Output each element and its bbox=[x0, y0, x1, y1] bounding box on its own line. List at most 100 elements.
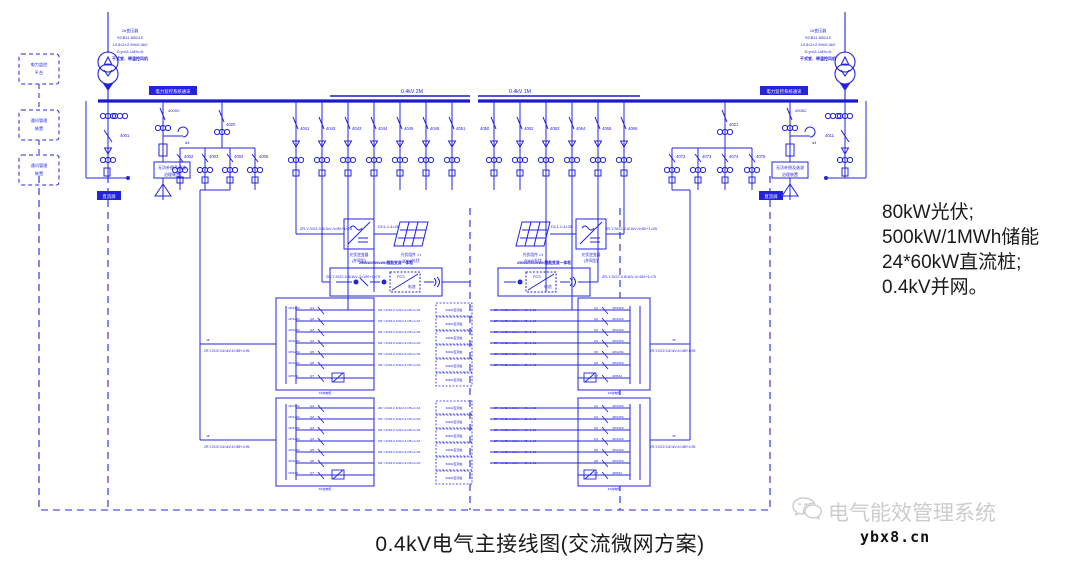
svg-text:DC1-1-4×25: DC1-1-4×25 bbox=[551, 225, 572, 229]
svg-text:ZR-YJV22-0.6/1kV-4×150+1×70: ZR-YJV22-0.6/1kV-4×150+1×70 bbox=[602, 275, 656, 279]
charger-panel-3 bbox=[200, 190, 375, 487]
pv-block-left bbox=[295, 190, 429, 250]
svg-text:Q5: Q5 bbox=[594, 350, 598, 354]
svg-text:4008C: 4008C bbox=[795, 108, 807, 113]
svg-text:4P/125A: 4P/125A bbox=[612, 415, 625, 419]
svg-text:Q3: Q3 bbox=[594, 426, 598, 430]
svg-text:Q4: Q4 bbox=[310, 437, 314, 441]
svg-text:Q4: Q4 bbox=[310, 339, 314, 343]
svg-text:4050: 4050 bbox=[480, 126, 490, 131]
svg-text:ZR-YJV22-0.6/1kV-4×185+1×95: ZR-YJV22-0.6/1kV-4×185+1×95 bbox=[204, 445, 250, 449]
svg-text:4072: 4072 bbox=[676, 154, 686, 159]
svg-text:ZR-YJV22-0.6/1kV-4×35+1×16: ZR-YJV22-0.6/1kV-4×35+1×16 bbox=[378, 330, 421, 334]
svg-text:Q4: Q4 bbox=[594, 339, 598, 343]
svg-text:60kW直流桩: 60kW直流桩 bbox=[446, 307, 463, 312]
svg-text:4P/125A: 4P/125A bbox=[288, 350, 301, 354]
svg-text:直流屏: 直流屏 bbox=[764, 193, 778, 200]
svg-text:4P/125A: 4P/125A bbox=[612, 361, 625, 365]
charger-panel-3-rows bbox=[296, 404, 374, 480]
svg-text:2#变压器: 2#变压器 bbox=[122, 27, 138, 33]
svg-text:4042: 4042 bbox=[326, 126, 336, 131]
busbars bbox=[98, 95, 858, 103]
svg-text:PCS: PCS bbox=[533, 275, 541, 279]
svg-text:80kW光伏: 80kW光伏 bbox=[402, 258, 420, 263]
feeder-group-right bbox=[663, 101, 761, 190]
svg-text:电力监控: 电力监控 bbox=[31, 61, 49, 68]
svg-text:60kW直流桩: 60kW直流桩 bbox=[446, 475, 463, 480]
svg-text:60kW直流桩: 60kW直流桩 bbox=[446, 433, 463, 438]
transformer-t1 bbox=[834, 12, 856, 101]
ess-right-labels: 250kW/500kWh储能变流一体柜 PCS 电池 ZR-YJV22-0.6/… bbox=[517, 260, 656, 289]
svg-text:SCB11-800/10: SCB11-800/10 bbox=[805, 35, 832, 40]
svg-text:4P/125A: 4P/125A bbox=[612, 328, 625, 332]
bus-label-2m: 0.4kV 2M bbox=[401, 89, 423, 95]
svg-text:ZR-YJV22-0.6/1kV-4×35+1×16: ZR-YJV22-0.6/1kV-4×35+1×16 bbox=[378, 406, 421, 410]
charger-panel-4 bbox=[545, 190, 690, 487]
charger-panel-2-rows bbox=[490, 306, 630, 383]
pv-left-labels: 光伏逆变器 (并网型) DC1-1-4×25 光伏组件 ×1 80kW光伏 ZR… bbox=[300, 225, 421, 263]
svg-text:4044: 4044 bbox=[378, 126, 388, 131]
svg-text:Q6: Q6 bbox=[594, 459, 598, 463]
svg-text:4051: 4051 bbox=[456, 126, 466, 131]
svg-text:ZR-YJV22-0.6/1kV-4×35+1×16: ZR-YJV22-0.6/1kV-4×35+1×16 bbox=[378, 450, 421, 454]
svg-text:3#充电柜: 3#充电柜 bbox=[319, 486, 332, 491]
svg-text:通讯管理: 通讯管理 bbox=[31, 117, 49, 124]
ess-block-left bbox=[321, 190, 470, 297]
svg-text:ZR-YJV22-0.6/1kV-4×35+1×16: ZR-YJV22-0.6/1kV-4×35+1×16 bbox=[494, 308, 537, 312]
bus-label-1m: 0.4kV 1M bbox=[509, 89, 531, 95]
svg-text:ZR-YJV22-0.6/1kV-4×35+1×16: ZR-YJV22-0.6/1kV-4×35+1×16 bbox=[494, 461, 537, 465]
svg-text:Q1: Q1 bbox=[310, 306, 314, 310]
svg-text:无功补偿及谐波: 无功补偿及谐波 bbox=[158, 164, 186, 170]
svg-text:ZR-YJV22-0.6/1kV-4×185+1×95: ZR-YJV22-0.6/1kV-4×185+1×95 bbox=[650, 349, 696, 353]
charger-panel-4-rows bbox=[490, 404, 630, 480]
svg-text:4P/125A: 4P/125A bbox=[288, 339, 301, 343]
svg-text:4P/125A: 4P/125A bbox=[288, 448, 301, 452]
svg-text:60kW直流桩: 60kW直流桩 bbox=[446, 335, 463, 340]
solar-panel-icon bbox=[393, 221, 429, 247]
feeder-group-left bbox=[171, 101, 264, 190]
svg-text:DC1-1-4×25: DC1-1-4×25 bbox=[378, 225, 399, 229]
svg-text:4074: 4074 bbox=[729, 154, 739, 159]
svg-text:4P/125A: 4P/125A bbox=[288, 317, 301, 321]
svg-text:(并网型): (并网型) bbox=[584, 258, 599, 263]
svg-text:10.5±2×2.5%/0.4kV: 10.5±2×2.5%/0.4kV bbox=[113, 42, 148, 47]
svg-text:60kW直流桩: 60kW直流桩 bbox=[446, 321, 463, 326]
incomer-right bbox=[824, 101, 867, 180]
svg-text:250kW/500kWh储能变流一体柜: 250kW/500kWh储能变流一体柜 bbox=[359, 260, 413, 265]
svg-text:Q7: Q7 bbox=[594, 471, 598, 475]
svg-text:4P/63A: 4P/63A bbox=[288, 374, 299, 378]
charger-panel-1 bbox=[200, 190, 375, 391]
pv-right-labels: 光伏逆变器 (并网型) DC1-1-4×25 光伏组件 ×1 80kW光伏 ZR… bbox=[523, 225, 657, 263]
svg-text:ZR-YJV22-0.6/1kV-4×35+1×16: ZR-YJV22-0.6/1kV-4×35+1×16 bbox=[494, 352, 537, 356]
svg-text:电力监控系统通讯: 电力监控系统通讯 bbox=[766, 88, 802, 95]
svg-text:ZR-YJV22-0.6/1kV-4×35+1×16: ZR-YJV22-0.6/1kV-4×35+1×16 bbox=[494, 363, 537, 367]
svg-text:60kW直流桩: 60kW直流桩 bbox=[446, 405, 463, 410]
svg-text:平台: 平台 bbox=[35, 69, 43, 76]
svg-text:ZR-YJV22-0.6/1kV-4×35+1×16: ZR-YJV22-0.6/1kV-4×35+1×16 bbox=[378, 417, 421, 421]
svg-text:光伏逆变器: 光伏逆变器 bbox=[350, 252, 369, 257]
svg-text:4P: 4P bbox=[672, 434, 676, 438]
panel-run-labels: ZR-YJV22-0.6/1kV-4×185+1×95 ZR-YJV22-0.6… bbox=[204, 349, 696, 449]
svg-text:4009C: 4009C bbox=[168, 108, 180, 113]
svg-text:4041: 4041 bbox=[300, 126, 310, 131]
svg-text:Q7: Q7 bbox=[594, 374, 598, 378]
svg-text:电池: 电池 bbox=[408, 284, 416, 289]
compensation-right-labels: 4008C d4 无功补偿及谐波 治理装置 bbox=[776, 108, 817, 177]
charge-piles-1 bbox=[435, 302, 473, 387]
breaker-label-4011: 4011 bbox=[825, 133, 835, 138]
svg-text:ZR-YJV22-0.6/1kV-4×35+1×16: ZR-YJV22-0.6/1kV-4×35+1×16 bbox=[378, 319, 421, 323]
svg-text:60kW直流桩: 60kW直流桩 bbox=[446, 447, 463, 452]
svg-text:Q3: Q3 bbox=[310, 426, 314, 430]
svg-text:ZR-YJV22-0.6/1kV-4×35+1×16: ZR-YJV22-0.6/1kV-4×35+1×16 bbox=[378, 439, 421, 443]
svg-text:Q6: Q6 bbox=[310, 361, 314, 365]
svg-text:80kW光伏: 80kW光伏 bbox=[524, 258, 542, 263]
svg-text:ZR-YJV22-0.6/1kV-4×35+1×16: ZR-YJV22-0.6/1kV-4×35+1×16 bbox=[494, 450, 537, 454]
svg-text:电力监控系统通讯: 电力监控系统通讯 bbox=[155, 88, 191, 95]
svg-text:4P/125A: 4P/125A bbox=[288, 306, 301, 310]
svg-text:4064: 4064 bbox=[576, 126, 586, 131]
svg-text:4075: 4075 bbox=[756, 154, 766, 159]
charger-panel-1-rows bbox=[296, 306, 374, 383]
svg-text:(并网型): (并网型) bbox=[352, 258, 367, 263]
